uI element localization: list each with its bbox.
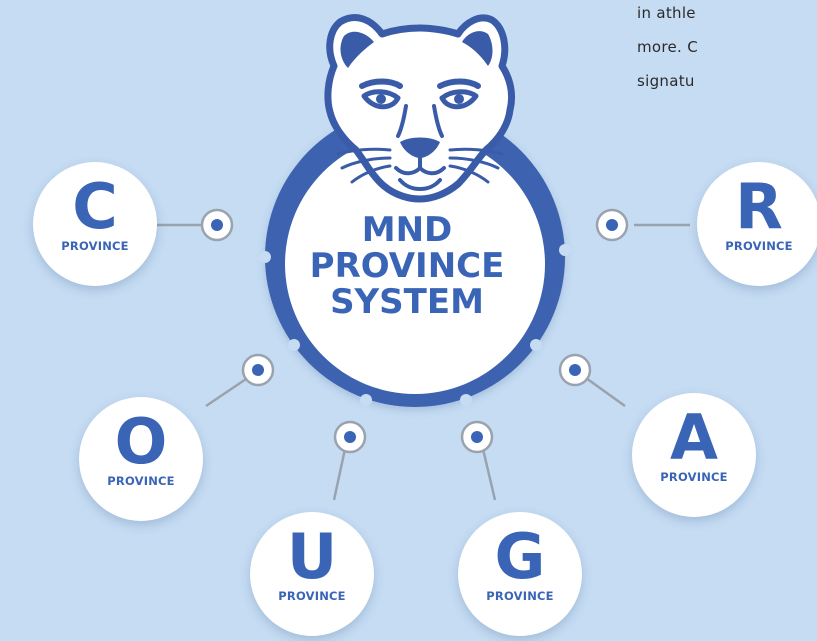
ring-notches	[259, 244, 571, 406]
province-letter: G	[494, 520, 546, 593]
province-label: PROVINCE	[725, 239, 793, 253]
dot-c	[200, 208, 234, 242]
connector-g	[481, 448, 497, 501]
connector-dots	[200, 208, 629, 454]
connector-a	[585, 376, 626, 408]
center-hub	[259, 107, 571, 407]
province-node-c: C PROVINCE	[33, 162, 157, 286]
center-disc	[285, 134, 545, 394]
dot-u	[333, 420, 367, 454]
side-text-line: signatu	[637, 72, 695, 90]
province-letter: U	[286, 520, 338, 593]
center-title-line: MND	[361, 210, 453, 250]
center-title: MND PROVINCE SYSTEM	[282, 212, 532, 320]
province-label: PROVINCE	[61, 239, 129, 253]
province-label: PROVINCE	[107, 474, 175, 488]
dot-r	[595, 208, 629, 242]
province-label: PROVINCE	[278, 589, 346, 603]
province-letter: O	[114, 405, 168, 478]
province-letter: C	[72, 170, 118, 243]
province-letter: R	[735, 170, 783, 243]
center-title-line: PROVINCE	[309, 246, 505, 286]
province-node-a: A PROVINCE	[632, 393, 756, 517]
side-text-line: more. C	[637, 38, 698, 56]
mountain-lion-mascot-icon	[324, 14, 516, 203]
dot-g	[460, 420, 494, 454]
dot-o	[241, 353, 275, 387]
dot-a	[558, 353, 592, 387]
province-label: PROVINCE	[486, 589, 554, 603]
province-letter: A	[670, 401, 718, 474]
province-node-o: O PROVINCE	[79, 397, 203, 521]
province-node-r: R PROVINCE	[697, 162, 817, 286]
province-node-g: G PROVINCE	[458, 512, 582, 636]
connector-lines	[157, 223, 690, 501]
province-node-u: U PROVINCE	[250, 512, 374, 636]
province-label: PROVINCE	[660, 470, 728, 484]
side-paragraph: in athle more. C signatu	[637, 0, 698, 98]
side-text-line: in athle	[637, 4, 696, 22]
connector-o	[205, 375, 250, 408]
connector-u	[332, 448, 347, 501]
center-title-line: SYSTEM	[330, 282, 484, 322]
